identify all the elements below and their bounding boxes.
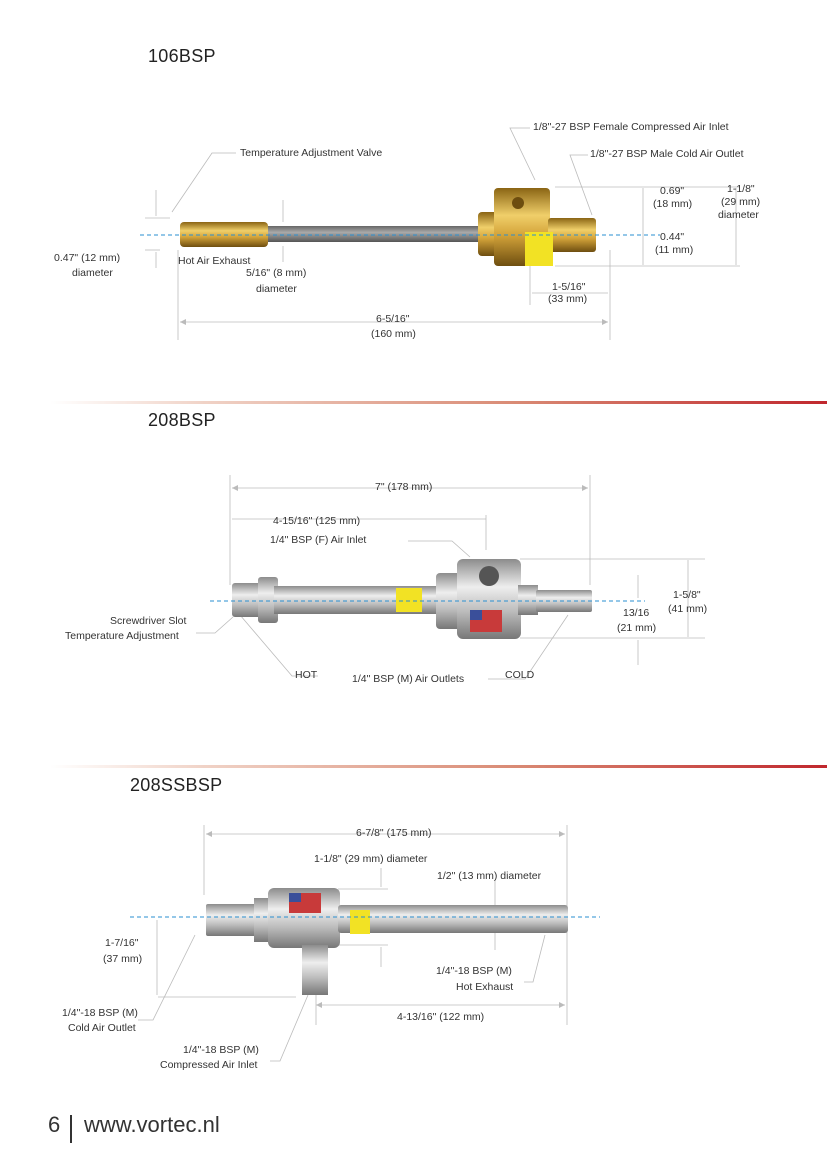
footer-divider (70, 1115, 72, 1143)
label-inlet: 1/8"-27 BSP Female Compressed Air Inlet (533, 121, 729, 133)
section-title-208ssbsp: 208SSBSP (130, 775, 223, 795)
section-title-208bsp: 208BSP (148, 410, 216, 430)
label-hot-exhaust: Hot Exhaust (456, 981, 514, 993)
dim-118-diameter: diameter (718, 209, 759, 221)
vortex-tube-208ssbsp (206, 888, 568, 995)
label-screwdriver-slot: Screwdriver Slot (110, 615, 187, 627)
label-cold-air-outlet: Cold Air Outlet (68, 1022, 136, 1034)
page-number: 6 (48, 1112, 61, 1137)
dim-678: 6-7/8" (175 mm) (356, 827, 432, 839)
dim-044-mm: (11 mm) (655, 244, 694, 256)
dim-118-diameter: 1-1/8" (29 mm) diameter (314, 853, 428, 865)
dim-158-mm: (41 mm) (668, 603, 708, 615)
dim-1716-mm: (37 mm) (103, 953, 143, 965)
dim-044: 0.44" (660, 231, 685, 243)
dim-41316: 4-13/16" (122 mm) (397, 1011, 485, 1023)
label-air-outlets: 1/4" BSP (M) Air Outlets (352, 673, 465, 685)
label-hot-air-exhaust: Hot Air Exhaust (178, 255, 251, 267)
dim-118: 1-1/8" (727, 183, 755, 195)
dim-158: 1-5/8" (673, 589, 701, 601)
dim-1316-mm: (21 mm) (617, 622, 657, 634)
vortex-tube-106bsp (180, 188, 596, 266)
section-title-106bsp: 106BSP (148, 46, 216, 66)
label-compressed-air-inlet: Compressed Air Inlet (160, 1059, 258, 1071)
dim-1516: 1-5/16" (552, 281, 586, 293)
dim-1316: 13/16 (623, 607, 650, 619)
label-inlet-thread: 1/4"-18 BSP (M) (183, 1044, 259, 1056)
dim-069: 0.69" (660, 185, 685, 197)
vortex-tube-208bsp (232, 559, 592, 639)
label-cold: COLD (505, 669, 535, 681)
dim-1716: 1-7/16" (105, 937, 139, 949)
label-outlet: 1/8"-27 BSP Male Cold Air Outlet (590, 148, 744, 160)
label-valve: Temperature Adjustment Valve (240, 147, 383, 159)
footer-website: www.vortec.nl (84, 1112, 220, 1137)
dim-12-diameter: 1/2" (13 mm) diameter (437, 870, 542, 882)
dim-047-diameter: diameter (72, 267, 113, 279)
dim-7: 7" (178 mm) (375, 481, 433, 493)
label-hot-exhaust-thread: 1/4"-18 BSP (M) (436, 965, 512, 977)
dim-516-diameter: diameter (256, 283, 297, 295)
dim-516: 5/16" (8 mm) (246, 267, 307, 279)
dim-6516: 6-5/16" (376, 313, 410, 325)
dim-1516-mm: (33 mm) (548, 293, 588, 305)
dim-41516: 4-15/16" (125 mm) (273, 515, 361, 527)
dim-047: 0.47" (12 mm) (54, 252, 121, 264)
section-divider (50, 401, 827, 404)
label-cold-outlet-thread: 1/4"-18 BSP (M) (62, 1007, 138, 1019)
label-temperature-adjustment: Temperature Adjustment (65, 630, 179, 642)
label-hot: HOT (295, 669, 318, 681)
dim-6516-mm: (160 mm) (371, 328, 416, 340)
dim-118-mm: (29 mm) (721, 196, 761, 208)
dim-069-mm: (18 mm) (653, 198, 693, 210)
label-inlet: 1/4" BSP (F) Air Inlet (270, 534, 367, 546)
section-divider (50, 765, 827, 768)
